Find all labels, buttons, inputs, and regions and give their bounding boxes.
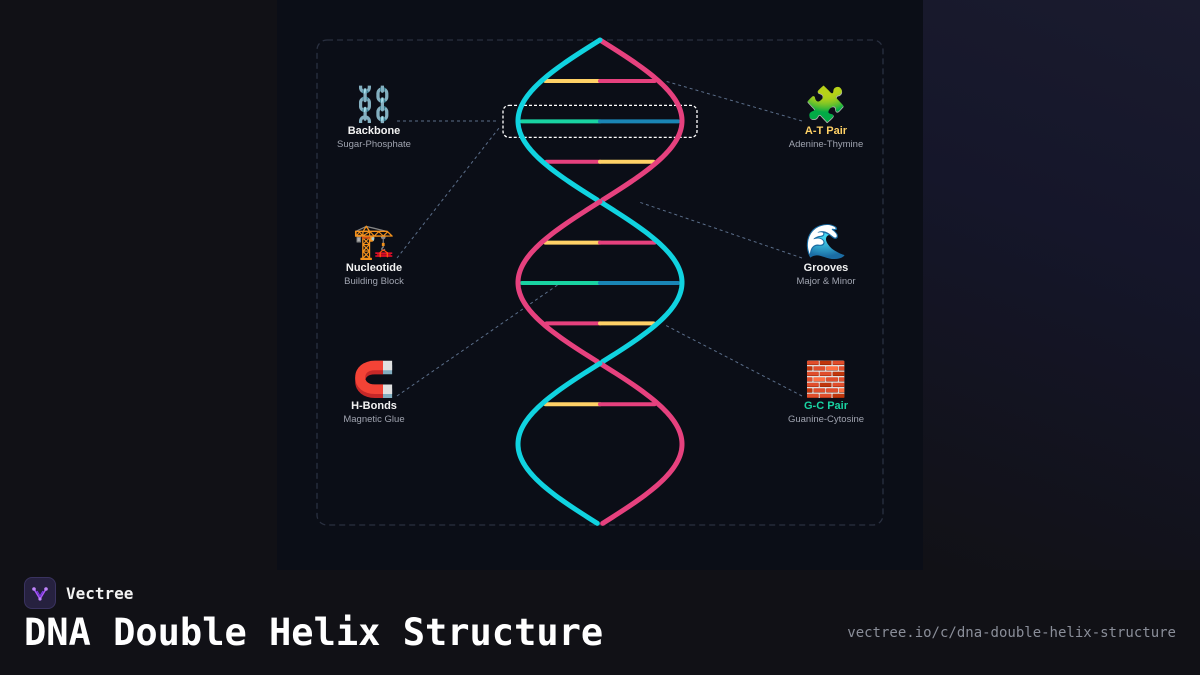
strand-cyan [515,37,603,203]
page-url: vectree.io/c/dna-double-helix-structure [847,625,1176,641]
label-subtitle: Major & Minor [796,276,856,287]
label-title: Backbone [347,125,401,137]
label-title: A-T Pair [804,125,848,137]
background-gradient [923,0,1200,570]
label-gc-pair: 🧱 G-C Pair Guanine-Cytosine [761,361,891,427]
magnet-icon: 🧲 [352,360,396,400]
strand-pink [597,360,685,526]
strand-cyan [515,360,603,526]
diagram-panel: ⛓️ Backbone Sugar-Phosphate 🏗️ Nucleotid… [277,0,923,570]
label-backbone: ⛓️ Backbone Sugar-Phosphate [309,86,439,152]
label-title: Grooves [803,262,849,274]
puzzle-piece-icon: 🧩 [804,85,848,125]
strand-pink [597,37,685,203]
label-title: Nucleotide [345,262,403,274]
brand-name: Vectree [66,584,134,603]
label-nucleotide: 🏗️ Nucleotide Building Block [309,223,439,289]
label-title: H-Bonds [351,400,397,412]
label-subtitle: Building Block [344,276,404,287]
label-hbonds: 🧲 H-Bonds Magnetic Glue [309,361,439,427]
chain-icon: ⛓️ [352,85,396,125]
construction-crane-icon: 🏗️ [352,222,396,262]
wave-icon: 🌊 [804,222,848,262]
label-subtitle: Magnetic Glue [343,414,405,425]
label-grooves: 🌊 Grooves Major & Minor [761,223,891,289]
label-subtitle: Adenine-Thymine [788,139,864,150]
strand-cyan [597,199,685,365]
highlight-box [502,104,698,139]
connector-line [638,201,803,259]
vectree-logo-icon [24,577,56,609]
label-title: G-C Pair [803,400,848,412]
dna-helix-diagram [316,37,884,526]
connector-line [664,324,803,397]
label-subtitle: Guanine-Cytosine [787,414,865,425]
label-at-pair: 🧩 A-T Pair Adenine-Thymine [761,86,891,152]
label-subtitle: Sugar-Phosphate [337,139,411,150]
brick-icon: 🧱 [804,360,848,400]
strand-pink [515,199,603,365]
connector-line [396,283,560,397]
page-title: DNA Double Helix Structure [24,611,604,654]
